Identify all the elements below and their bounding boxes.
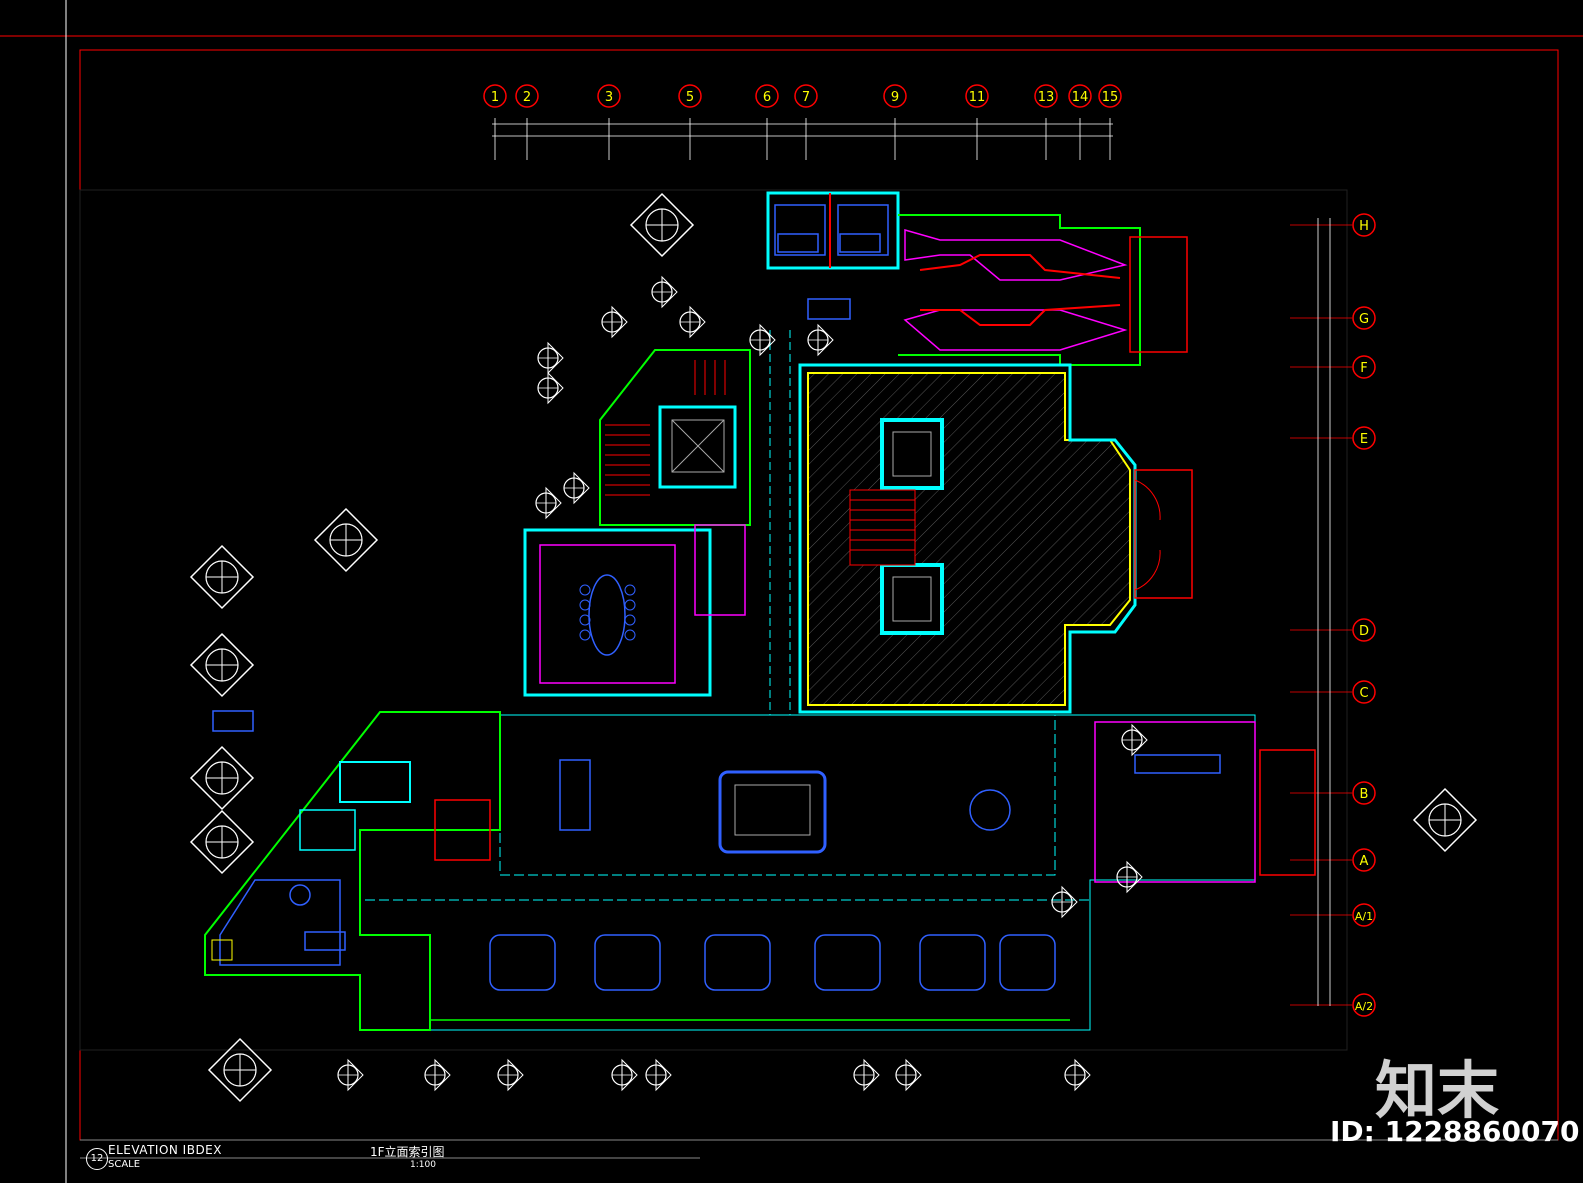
section-mark	[601, 305, 628, 339]
section-mark	[807, 323, 834, 357]
grid-column-label: 5	[686, 90, 694, 105]
section-mark	[1064, 1058, 1091, 1092]
meeting-room	[523, 524, 746, 697]
section-mark	[651, 275, 678, 309]
section-mark	[611, 1058, 638, 1092]
grid-row-label: A/1	[1355, 910, 1373, 923]
elevation-index-diamond	[1412, 787, 1478, 853]
grid-row-bubble: A/2	[1290, 993, 1376, 1017]
grid-row-label: A/2	[1355, 1000, 1373, 1013]
elevation-index-diamond	[313, 507, 379, 573]
grid-column-bubble: 2	[515, 84, 539, 108]
grid-row-label: D	[1359, 624, 1369, 639]
stair-elevator-core	[599, 330, 791, 715]
section-mark	[895, 1058, 922, 1092]
bottom-section-marks	[337, 275, 1148, 1092]
grid-row-label: H	[1359, 219, 1369, 234]
grid-row-label: A	[1360, 854, 1369, 869]
drawing-number: 12	[86, 1148, 108, 1170]
grid-column-bubbles: 1 2 3 5 6 7 9 11 13 14 15	[483, 84, 1122, 108]
grid-column-bubble: 14	[1068, 84, 1092, 108]
elevation-index-diamond	[189, 544, 255, 610]
section-mark	[645, 1058, 672, 1092]
grid-row-bubble: C	[1290, 680, 1376, 704]
section-mark	[679, 305, 706, 339]
watermark-id: ID: 1228860070	[1330, 1115, 1580, 1148]
scale-label: SCALE	[108, 1159, 141, 1170]
grid-row-bubble: A	[1290, 848, 1376, 872]
grid-column-label: 13	[1038, 90, 1055, 105]
grid-column-bubble: 5	[678, 84, 702, 108]
right-dimension-line	[1317, 218, 1331, 1006]
grid-column-label: 1	[491, 90, 499, 105]
upper-core-block	[766, 191, 1188, 366]
elevation-index-diamond	[189, 745, 255, 811]
grid-column-bubble: 7	[794, 84, 818, 108]
grid-column-bubble: 9	[883, 84, 907, 108]
grid-row-bubble: G	[1290, 306, 1376, 330]
grid-row-label: F	[1360, 361, 1367, 376]
watermark-logo: 知末	[1375, 1054, 1500, 1127]
grid-column-label: 7	[802, 90, 810, 105]
main-lower-hall	[359, 714, 1316, 1031]
section-mark	[537, 371, 564, 405]
section-mark	[853, 1058, 880, 1092]
grid-column-bubble: 3	[597, 84, 621, 108]
elevation-index-markers	[189, 192, 1478, 1103]
column-dimension-ticks	[494, 118, 1111, 160]
section-mark	[497, 1058, 524, 1092]
grid-column-bubble: 6	[755, 84, 779, 108]
section-mark	[1051, 885, 1078, 919]
section-mark	[337, 1058, 364, 1092]
grid-row-bubble: A/1	[1290, 903, 1376, 927]
main-lobby-area	[798, 363, 1193, 714]
grid-row-bubble: B	[1290, 781, 1376, 805]
section-mark	[424, 1058, 451, 1092]
grid-row-bubbles: H G F E D C B A A/1A/2	[1290, 213, 1376, 1017]
grid-column-label: 15	[1102, 90, 1119, 105]
grid-column-label: 11	[969, 90, 986, 105]
elevation-index-diamond	[189, 632, 255, 698]
section-mark	[563, 471, 590, 505]
grid-row-bubble: E	[1290, 426, 1376, 450]
grid-column-bubble: 1	[483, 84, 507, 108]
grid-column-bubble: 15	[1098, 84, 1122, 108]
section-mark	[1116, 860, 1143, 894]
grid-column-bubble: 11	[965, 84, 989, 108]
grid-row-bubble: D	[1290, 618, 1376, 642]
grid-column-label: 6	[763, 90, 771, 105]
grid-column-label: 9	[891, 90, 899, 105]
elevation-index-diamond	[629, 192, 695, 258]
room-tag-labels	[212, 233, 881, 951]
grid-row-label: C	[1359, 686, 1368, 701]
elevation-index-diamond	[207, 1037, 273, 1103]
section-mark	[749, 323, 776, 357]
grid-row-bubble: H	[1290, 213, 1376, 237]
section-mark	[535, 486, 562, 520]
section-mark	[1121, 723, 1148, 757]
section-mark	[537, 341, 564, 375]
grid-column-label: 14	[1072, 90, 1089, 105]
top-dimension-line	[492, 123, 1113, 137]
grid-row-label: B	[1360, 787, 1369, 802]
grid-column-bubble: 13	[1034, 84, 1058, 108]
grid-column-label: 3	[605, 90, 613, 105]
grid-column-label: 2	[523, 90, 531, 105]
left-wing-rooms	[204, 711, 501, 1031]
grid-row-label: G	[1359, 312, 1369, 327]
scale-value: 1:100	[410, 1160, 436, 1170]
drawing-title-en: ELEVATION IBDEX	[108, 1143, 222, 1157]
grid-row-bubble: F	[1290, 355, 1376, 379]
grid-row-label: E	[1360, 432, 1368, 447]
elevation-index-diamond	[189, 809, 255, 875]
drawing-title-cn: 1F立面索引图	[370, 1145, 445, 1159]
